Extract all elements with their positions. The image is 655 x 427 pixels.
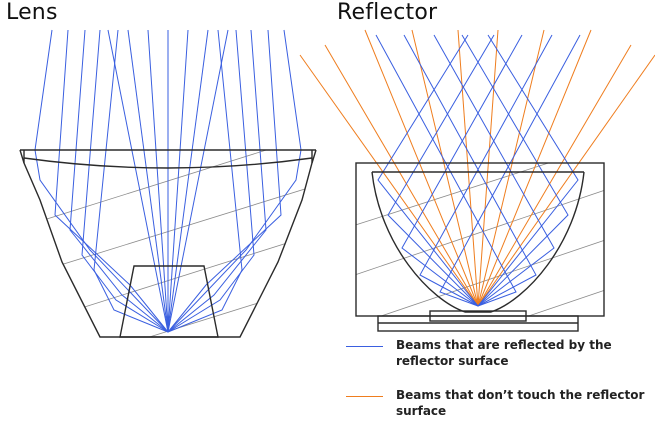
reflector-orange-beams [299,29,655,307]
legend-item-reflected: Beams that are reflected by the reflecto… [346,337,646,377]
legend-swatch-orange [346,396,383,397]
lens-diagram [19,29,317,338]
legend-swatch-blue [346,346,383,347]
reflector-diagram [299,29,655,332]
reflector-title: Reflector [337,0,438,25]
reflector-outline [355,162,605,332]
lens-outline [19,149,317,338]
legend-label-direct: Beams that don’t touch the reflector sur… [396,388,645,418]
legend-label-reflected: Beams that are reflected by the reflecto… [396,338,612,368]
lens-hatching [20,150,316,337]
lens-title: Lens [6,0,58,25]
legend-item-direct: Beams that don’t touch the reflector sur… [346,387,646,427]
reflector-blue-beams [375,34,581,307]
lens-blue-beams [34,29,302,333]
